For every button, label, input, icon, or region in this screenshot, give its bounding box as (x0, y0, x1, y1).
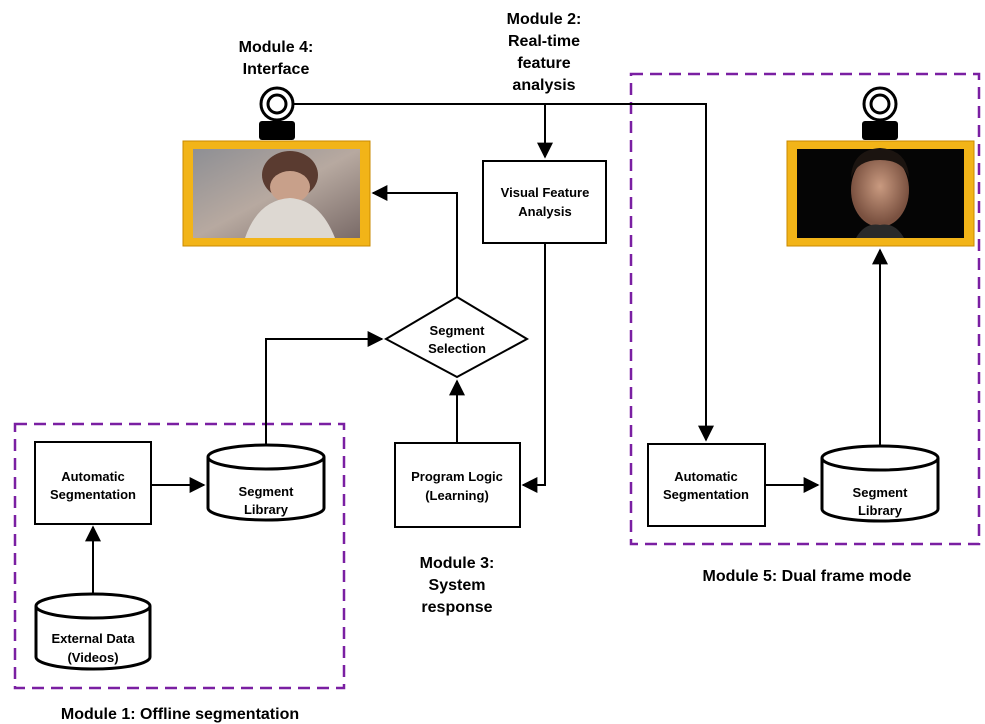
autoseg-right-line1: Automatic (674, 469, 738, 484)
seg-lib-right-line1: Segment (853, 485, 909, 500)
visual-feature-analysis-box (482, 160, 607, 244)
module5-label: Module 5: Dual frame mode (703, 568, 912, 585)
autoseg-left-line1: Automatic (61, 469, 125, 484)
external-data-cylinder (34, 592, 152, 671)
module2-label-line2: Real-time (508, 33, 580, 50)
segment-selection-diamond (383, 295, 530, 379)
program-logic-box (394, 442, 521, 528)
module4-label-line2: Interface (243, 61, 310, 78)
visual-feature-line1: Visual Feature (501, 185, 590, 200)
program-logic-line1: Program Logic (411, 469, 503, 484)
module2-label-line3: feature (517, 55, 570, 72)
arrow-camera-to-autoseg-right (293, 103, 714, 442)
webcam-icon (259, 86, 295, 140)
module3-label-line1: Module 3: (420, 555, 495, 572)
man-face-video-frame (786, 140, 975, 247)
seg-lib-left-line2: Library (244, 502, 289, 517)
segment-library-right-cylinder (820, 444, 940, 523)
automatic-segmentation-right-box (647, 443, 766, 527)
external-data-line1: External Data (51, 631, 135, 646)
baby-video-frame (182, 140, 371, 247)
autoseg-left-line2: Segmentation (50, 487, 136, 502)
module3-label-line2: System (429, 577, 486, 594)
segment-library-left-cylinder (206, 443, 326, 522)
module2-label-line1: Module 2: (507, 11, 582, 28)
external-data-line2: (Videos) (67, 650, 118, 665)
arrow-selection-to-interface (371, 185, 458, 297)
webcam-icon-right (862, 86, 898, 140)
connectors (85, 103, 888, 594)
program-logic-line2: (Learning) (425, 488, 489, 503)
arrow-library-to-selection (265, 331, 384, 445)
module1-label: Module 1: Offline segmentation (61, 706, 299, 723)
module5-boundary (629, 72, 981, 546)
visual-feature-line2: Analysis (518, 204, 571, 219)
module4-label-line1: Module 4: (239, 39, 314, 56)
seg-lib-right-line2: Library (858, 503, 903, 518)
module1-boundary (13, 422, 346, 690)
autoseg-right-line2: Segmentation (663, 487, 749, 502)
arrow-visual-to-logic (521, 243, 546, 493)
segment-selection-line1: Segment (430, 323, 486, 338)
module2-label-line4: analysis (512, 77, 575, 94)
automatic-segmentation-left-box (34, 441, 152, 525)
segment-selection-line2: Selection (428, 341, 486, 356)
seg-lib-left-line1: Segment (239, 484, 295, 499)
module3-label-line3: response (421, 599, 492, 616)
